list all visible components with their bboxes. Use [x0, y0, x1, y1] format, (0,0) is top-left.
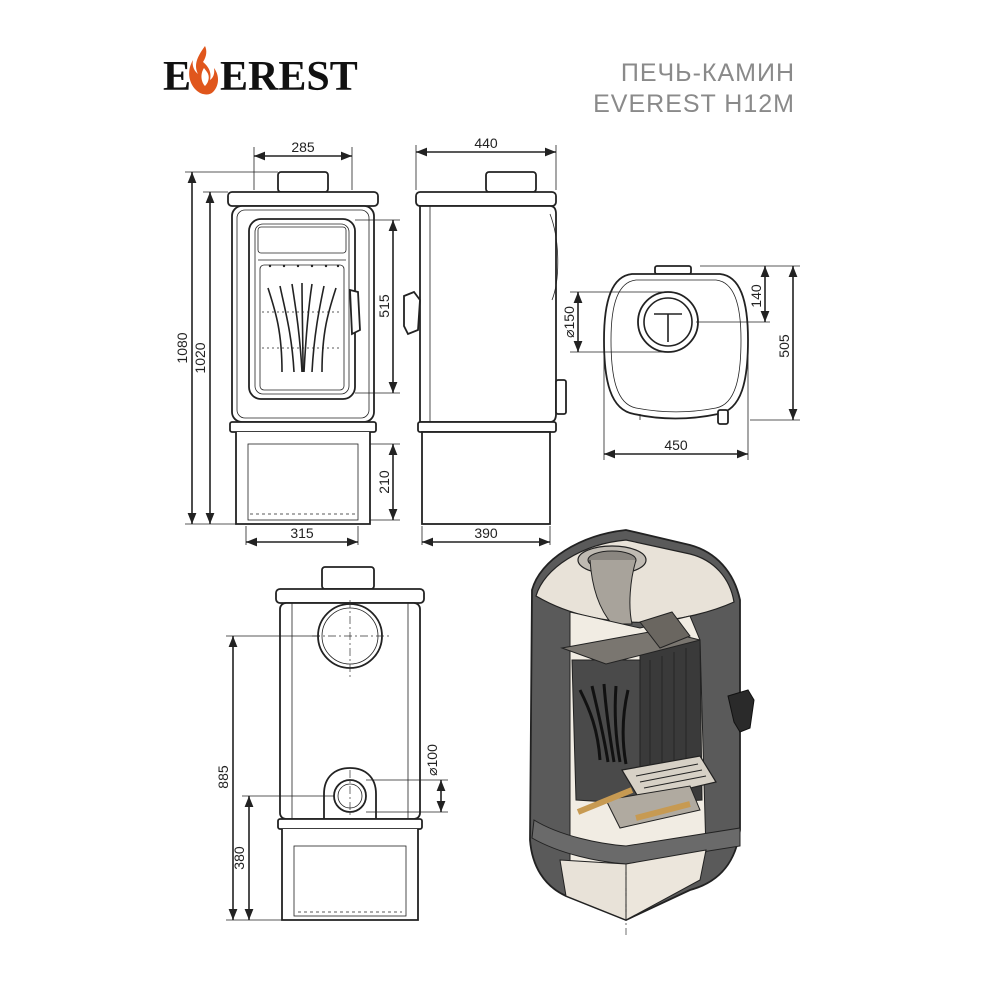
flame-icon: [189, 46, 219, 95]
dim-rear-air-inlet-height: 380: [231, 846, 247, 870]
side-air-inlet: [555, 379, 567, 415]
rear-pedestal: [281, 829, 419, 921]
dim-rear-air-inlet-diameter: ⌀100: [424, 744, 440, 776]
rear-view: [275, 566, 425, 921]
front-view: [227, 171, 379, 525]
logo-letter-e: E: [163, 54, 191, 100]
rear-flue-collar: [321, 566, 375, 590]
dim-front-height-total: 1080: [174, 332, 190, 363]
rivet-row: [268, 264, 340, 268]
side-pedestal: [421, 431, 551, 525]
side-base-band: [417, 421, 557, 433]
dim-side-depth-top: 440: [474, 135, 498, 151]
dim-flue-offset: 140: [748, 284, 764, 308]
side-view: [403, 171, 567, 525]
top-view: [603, 265, 749, 425]
cutaway-bronze-rod: [576, 787, 634, 815]
title-line-2: EVEREST H12M: [593, 90, 795, 118]
cutaway-grate: [621, 755, 717, 801]
brand-logo: E EREST: [163, 46, 358, 100]
dim-top-depth: 505: [776, 334, 792, 358]
dim-side-depth-bottom: 390: [474, 525, 498, 541]
front-base-band: [229, 421, 377, 433]
top-dimensions: 140 505 450 ⌀150: [561, 265, 800, 460]
front-pedestal: [235, 432, 371, 525]
rear-dimensions: 885 380 ⌀100: [215, 635, 448, 921]
dim-top-width: 450: [664, 437, 688, 453]
product-title: ПЕЧЬ-КАМИН EVEREST H12M: [593, 59, 795, 118]
dim-front-width-top: 285: [291, 139, 315, 155]
front-flue-collar: [277, 171, 329, 193]
dim-leg-height: 210: [376, 470, 392, 494]
top-air-inlet: [717, 409, 729, 425]
dim-door-height: 515: [376, 294, 392, 318]
front-top-plate: [227, 191, 379, 207]
front-dimensions: 285 315 1080 1020 515 210: [174, 139, 400, 547]
firebox-pattern: [262, 282, 342, 373]
side-door-handle: [403, 290, 421, 336]
front-door-glass: [259, 264, 345, 391]
title-line-1: ПЕЧЬ-КАМИН: [621, 59, 795, 87]
dim-rear-flue-height: 885: [215, 765, 231, 789]
side-body: [419, 205, 557, 423]
cutaway-view: [529, 529, 755, 935]
dim-front-height-body: 1020: [192, 342, 208, 373]
front-door-handle: [349, 288, 361, 336]
side-flue-collar: [485, 171, 537, 193]
cutaway-door-handle: [727, 689, 755, 733]
cutaway-door-pattern: [578, 683, 630, 765]
rear-base-band: [277, 818, 423, 830]
side-top-plate: [415, 191, 557, 207]
side-dimensions: 440 390: [415, 135, 557, 547]
logo-letters-erest: EREST: [220, 54, 358, 100]
dim-front-width-bottom: 315: [290, 525, 314, 541]
dim-flue-diameter: ⌀150: [561, 306, 577, 338]
